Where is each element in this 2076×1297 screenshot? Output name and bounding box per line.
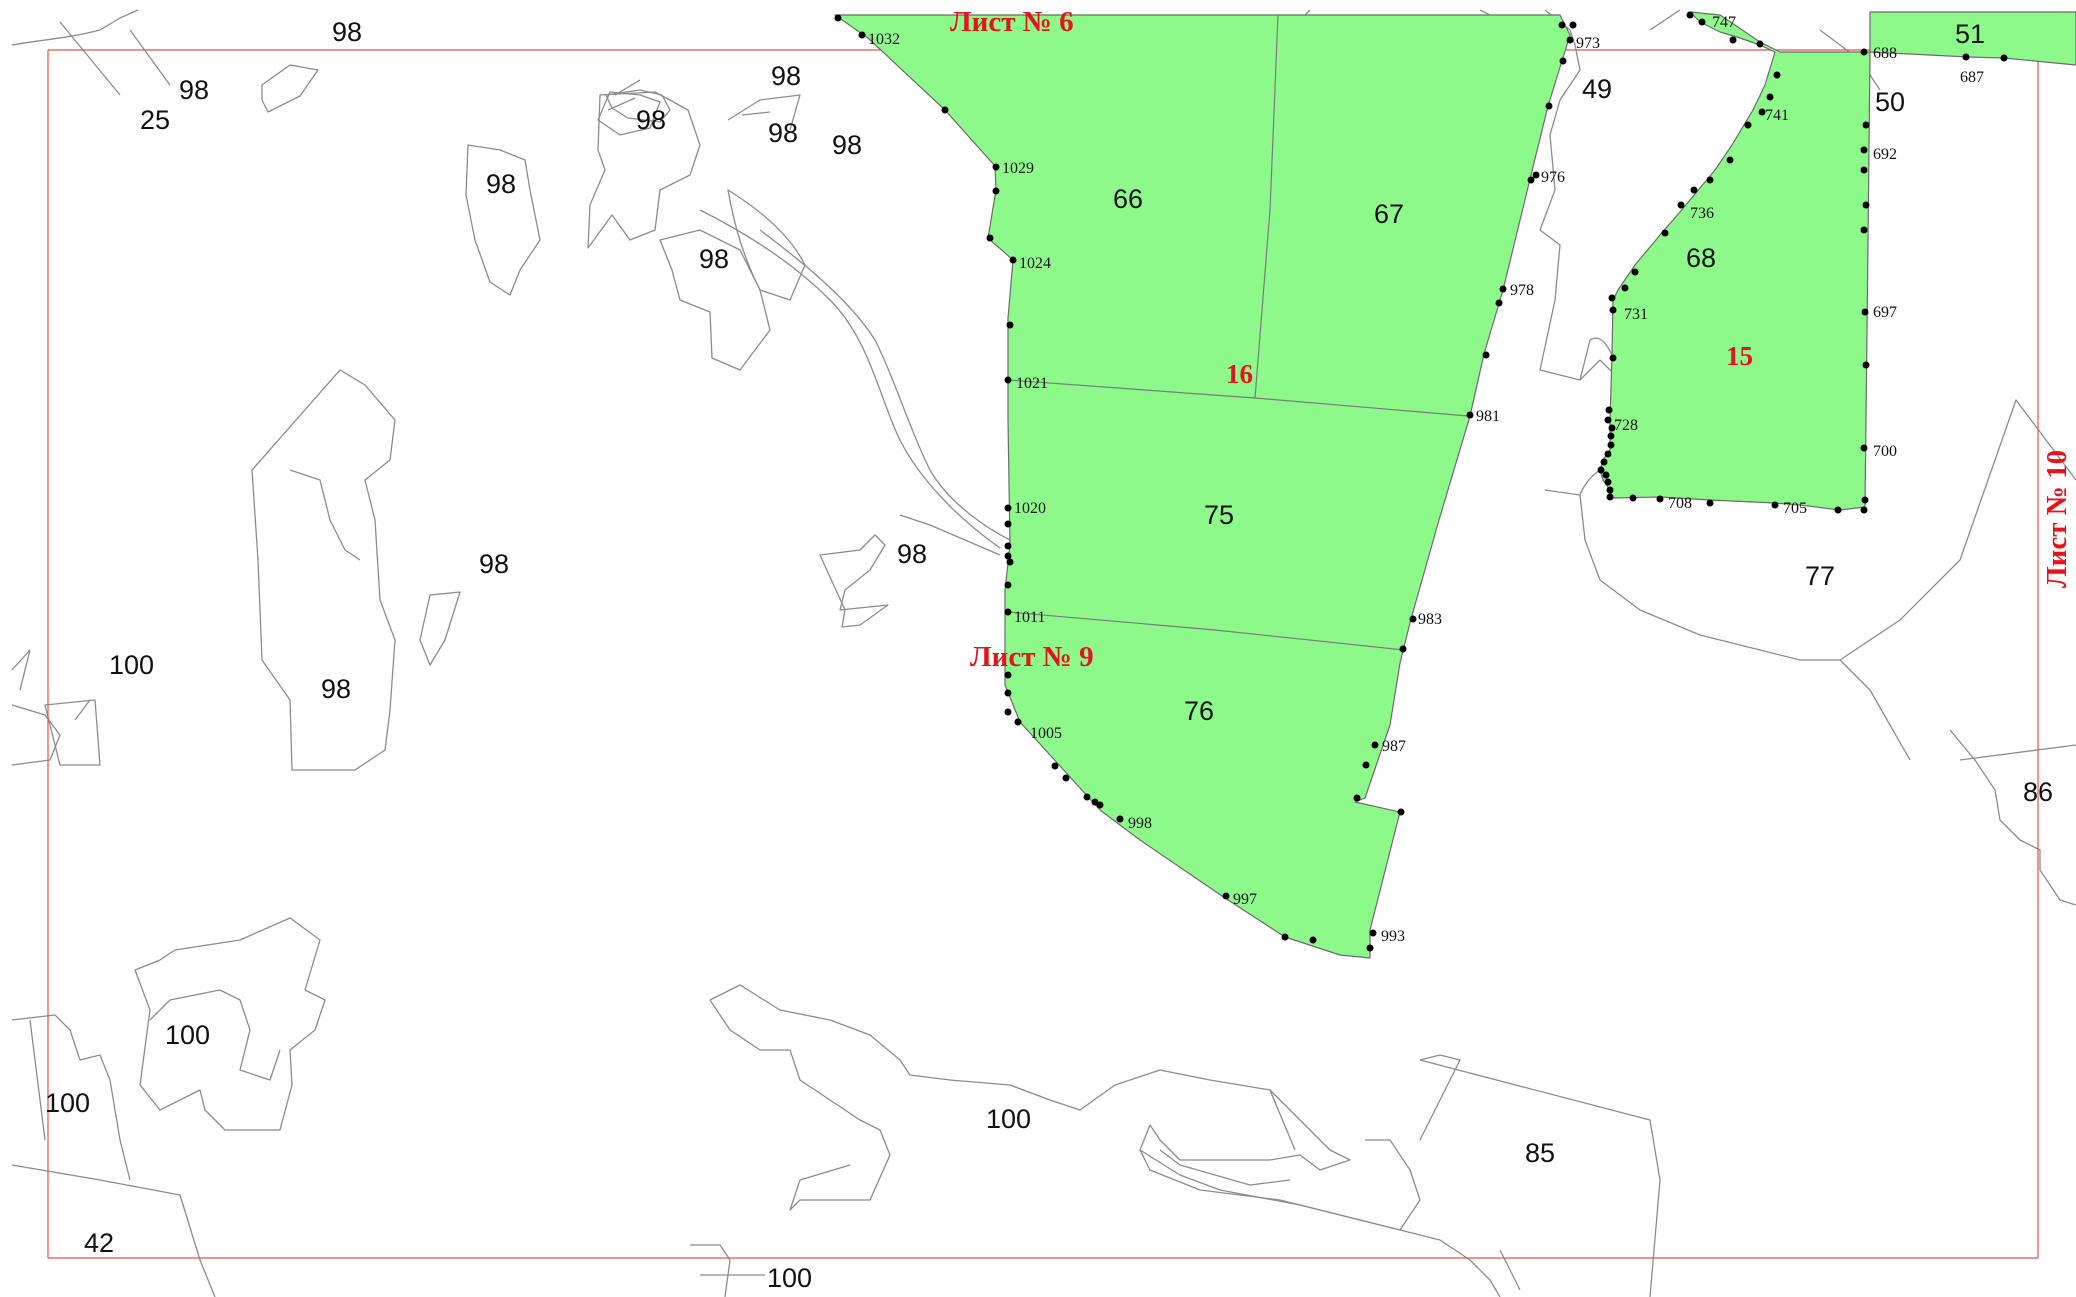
- land-boundaries: [11, 9, 2076, 1297]
- area-label-98-4: 98: [636, 105, 666, 135]
- parcel-boundary-66-67: [1254, 14, 1279, 399]
- parcel-boundary-75-76: [1007, 611, 1405, 651]
- area-label-100-4: 100: [986, 1104, 1031, 1134]
- point-label-1021: 1021: [1016, 375, 1048, 392]
- sheet-labels: Лист № 6 Лист № 9 Лист № 10: [950, 6, 2073, 673]
- parcel-label-86: 86: [2023, 777, 2053, 807]
- point-label-1011: 1011: [1014, 609, 1045, 626]
- area-label-98-10: 98: [479, 549, 509, 579]
- point-label-981: 981: [1476, 408, 1500, 425]
- point-label-976: 976: [1541, 169, 1565, 186]
- point-label-688: 688: [1873, 45, 1897, 62]
- parcel-label-51: 51: [1955, 19, 1985, 49]
- point-label-1020: 1020: [1014, 500, 1046, 517]
- quarter-16-parcels: [834, 14, 1571, 959]
- point-label-1032: 1032: [868, 31, 900, 48]
- parcel-label-75: 75: [1204, 500, 1234, 530]
- point-label-697: 697: [1873, 304, 1897, 321]
- area-label-100-3: 100: [45, 1088, 90, 1118]
- parcel-label-85: 85: [1525, 1138, 1555, 1168]
- quarter-label-16: 16: [1226, 359, 1253, 389]
- quarter-label-15: 15: [1726, 341, 1753, 371]
- point-label-692: 692: [1873, 146, 1897, 163]
- point-label-736: 736: [1690, 205, 1714, 222]
- vertex-points: [834, 11, 2008, 952]
- point-label-747: 747: [1712, 14, 1736, 31]
- parcel-label-68: 68: [1686, 243, 1716, 273]
- area-label-25: 25: [140, 105, 170, 135]
- area-label-98-3: 98: [771, 61, 801, 91]
- point-label-978: 978: [1510, 282, 1534, 299]
- area-label-42: 42: [84, 1228, 114, 1258]
- parcel-boundary-66-75: [1007, 379, 1469, 417]
- point-label-973: 973: [1576, 35, 1600, 52]
- parcel-16[interactable]: [834, 14, 1571, 959]
- point-label-728: 728: [1614, 417, 1638, 434]
- quarter-15-parcels: [1579, 11, 2076, 511]
- area-label-98-11: 98: [321, 674, 351, 704]
- point-label-983: 983: [1418, 611, 1442, 628]
- area-label-100-2: 100: [165, 1020, 210, 1050]
- parcel-label-76: 76: [1184, 696, 1214, 726]
- point-label-987: 987: [1382, 738, 1406, 755]
- area-label-100-5: 100: [767, 1263, 812, 1293]
- parcel-label-67: 67: [1374, 199, 1404, 229]
- sheet-label-6: Лист № 6: [950, 6, 1074, 38]
- sheet-label-9: Лист № 9: [970, 641, 1094, 673]
- parcel-label-49: 49: [1582, 74, 1612, 104]
- parcel-label-77: 77: [1805, 561, 1835, 591]
- area-label-98-6: 98: [832, 130, 862, 160]
- area-label-98-8: 98: [699, 244, 729, 274]
- point-label-1005: 1005: [1030, 725, 1062, 742]
- area-label-98-1: 98: [332, 17, 362, 47]
- point-label-998: 998: [1128, 815, 1152, 832]
- point-label-708: 708: [1668, 495, 1692, 512]
- area-label-98-2: 98: [179, 75, 209, 105]
- area-label-98-5: 98: [768, 118, 798, 148]
- quarter-labels: 16 15: [1226, 341, 1753, 389]
- point-label-731: 731: [1624, 306, 1648, 323]
- point-label-687: 687: [1960, 69, 1984, 86]
- area-labels: 98 98 25 98 98 98 98 98 98 98 98 98 100 …: [45, 17, 1031, 1293]
- point-number-labels: 1032 1029 1024 1021 1020 1011 1005 998 9…: [868, 14, 1984, 945]
- point-label-1029: 1029: [1002, 160, 1034, 177]
- area-label-98-9: 98: [897, 539, 927, 569]
- point-label-997: 997: [1233, 891, 1257, 908]
- point-label-1024: 1024: [1019, 255, 1051, 272]
- parcel-label-66: 66: [1113, 184, 1143, 214]
- point-label-741: 741: [1765, 107, 1789, 124]
- point-label-700: 700: [1873, 443, 1897, 460]
- point-label-993: 993: [1381, 928, 1405, 945]
- parcel-15[interactable]: [1599, 11, 1871, 511]
- area-label-100-1: 100: [109, 650, 154, 680]
- area-label-98-7: 98: [486, 169, 516, 199]
- point-label-705: 705: [1783, 500, 1807, 517]
- parcel-number-labels: 66 67 75 76 68 51 50 49 77 86 85: [1113, 19, 2053, 1168]
- parcel-label-50: 50: [1875, 87, 1905, 117]
- sheet-label-10: Лист № 10: [2041, 450, 2073, 588]
